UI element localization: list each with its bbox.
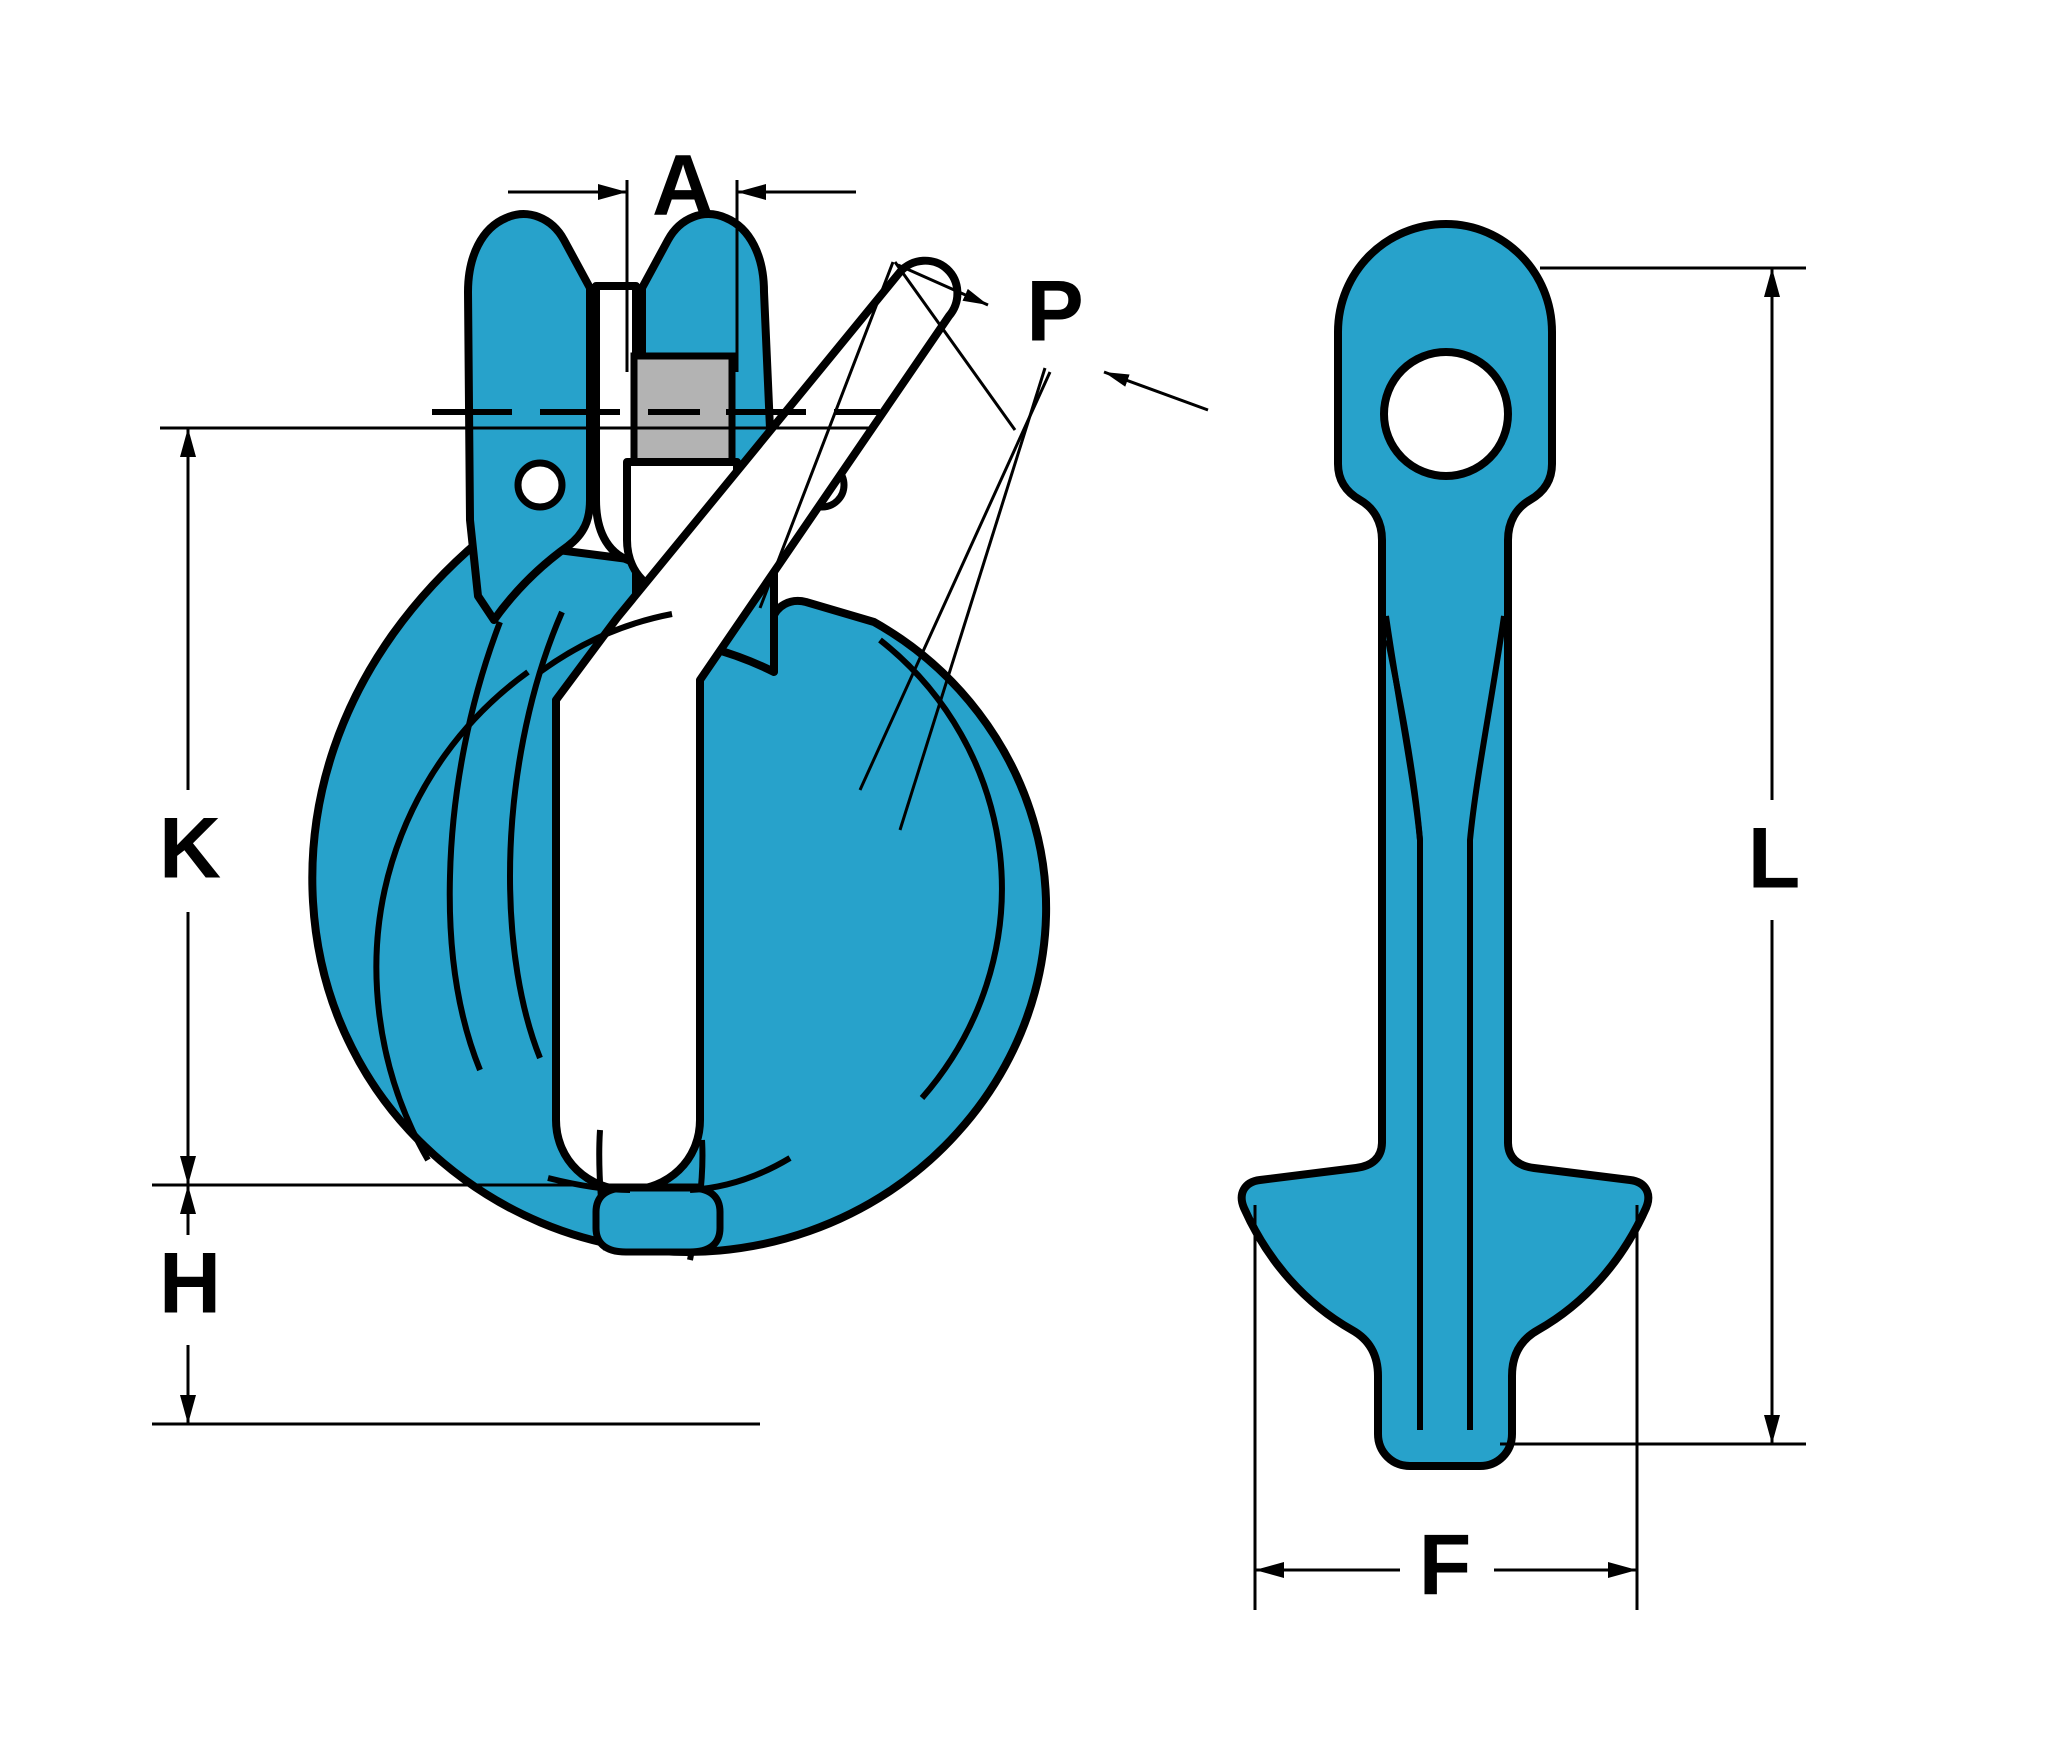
socket-curve-right [689,1155,792,1193]
dim-F-label: F [1419,1518,1472,1614]
hook-throat [552,256,962,1194]
side-view-eye-hole [1380,348,1512,480]
clevis-ear-left [464,210,594,624]
dim-H-label: H [159,1236,221,1332]
bowl-detail-line-3 [878,637,1005,1100]
dimension-H: H [152,1185,760,1426]
dim-P-extension-upper [893,261,1017,431]
shank-rib [446,620,503,1072]
dim-L-label: L [1748,811,1801,907]
dimension-P: P [758,261,1209,831]
side-view-body [1237,220,1653,1470]
dimension-F: F [1253,1205,1639,1614]
hook-tip-bead [592,1184,724,1256]
shank-rib-2 [506,610,565,1060]
dimension-A: A [508,138,856,372]
dim-P-label: P [1026,264,1083,360]
bowl-detail-line-2 [538,611,673,675]
pin-hole-left [514,459,566,511]
dim-A-label: A [652,138,714,234]
socket-curve-left [547,1175,631,1193]
side-view-hook [1180,190,1720,1530]
dim-P-arrow-lower [1103,370,1209,412]
dim-P-extension-lower [898,367,1047,831]
dim-P-leader-lower [858,371,1052,791]
dimension-K: K [152,426,876,1187]
dimension-L: L [1500,266,1806,1446]
dim-P-arrow-upper [897,263,989,307]
side-detail-rib-right [1467,615,1507,1430]
dim-P-leader-upper [758,261,895,609]
dim-K-label: K [159,801,221,897]
side-detail-web-left [1385,639,1423,841]
front-view-hook [280,180,1080,1410]
